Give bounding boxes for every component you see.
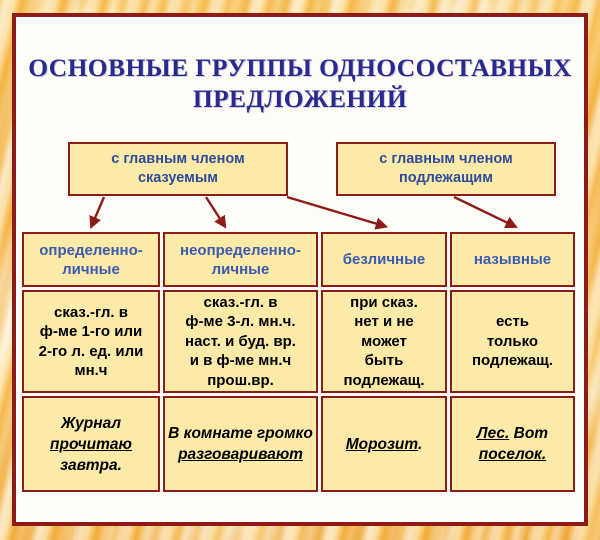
- header-line-2: личные: [62, 260, 120, 278]
- header-line-1: безличные: [342, 251, 426, 268]
- column-nazyvnye: назывные есть только подлежащ. Лес. Вот …: [450, 232, 575, 492]
- topbox-predicate-line-1: с главным членом: [111, 151, 245, 167]
- column-example-neopredelenno-lichnye: В комнате громко разговаривают: [163, 396, 318, 492]
- column-opredelenno-lichnye: определенно- личные сказ.-гл. в ф-ме 1-г…: [22, 232, 160, 492]
- desc-line: может: [361, 332, 407, 350]
- column-example-opredelenno-lichnye: Журнал прочитаю завтра.: [22, 396, 160, 492]
- column-header-nazyvnye[interactable]: назывные: [450, 232, 575, 287]
- example-text: В комнате громко: [168, 425, 313, 442]
- column-bezlichnye: безличные при сказ. нет и не может быть …: [321, 232, 447, 492]
- desc-line: нет и не: [354, 313, 414, 331]
- example-underlined: поселок.: [478, 446, 547, 463]
- desc-line: сказ.-гл. в: [203, 293, 278, 311]
- desc-line: подлежащ.: [343, 371, 425, 389]
- header-line-2: личные: [211, 260, 270, 278]
- desc-line: наст. и буд. вр.: [185, 332, 296, 350]
- arrow-subject-to-nazyvnye: [453, 195, 518, 229]
- column-example-nazyvnye: Лес. Вот поселок.: [450, 396, 575, 492]
- column-header-neopredelenno-lichnye[interactable]: неопределенно- личные: [163, 232, 318, 287]
- desc-line: есть: [495, 313, 530, 331]
- desc-line: сказ.-гл. в: [54, 303, 128, 321]
- desc-line: ф-ме 3-л. мн.ч.: [185, 313, 296, 331]
- desc-line: прош.вр.: [207, 371, 274, 389]
- column-description-bezlichnye: при сказ. нет и не может быть подлежащ.: [321, 290, 447, 393]
- header-line-1: неопределенно-: [180, 241, 301, 259]
- column-description-nazyvnye: есть только подлежащ.: [450, 290, 575, 393]
- desc-line: и в ф-ме мн.ч: [189, 352, 292, 370]
- example-text: Журнал: [60, 414, 122, 432]
- column-example-bezlichnye: Морозит.: [321, 396, 447, 492]
- page-title-line-2: ПРЕДЛОЖЕНИЙ: [192, 84, 408, 114]
- column-description-neopredelenno-lichnye: сказ.-гл. в ф-ме 3-л. мн.ч. наст. и буд.…: [163, 290, 318, 393]
- column-header-bezlichnye[interactable]: безличные: [321, 232, 447, 287]
- example-text: .: [417, 435, 423, 453]
- arrow-predicate-to-bezlichnye: [286, 195, 389, 230]
- desc-line: мн.ч: [74, 362, 108, 379]
- arrow-predicate-to-neopredelenno: [204, 196, 227, 229]
- arrow-predicate-to-opredelenno: [89, 196, 106, 229]
- classification-table: определенно- личные сказ.-гл. в ф-ме 1-г…: [22, 232, 578, 492]
- page-title: ОСНОВНЫЕ ГРУППЫ ОДНОСОСТАВНЫХ ПРЕДЛОЖЕНИ…: [16, 52, 584, 114]
- example-underlined: Морозит: [345, 435, 418, 453]
- header-line-1: назывные: [473, 251, 552, 268]
- example-underlined: прочитаю: [50, 435, 132, 453]
- desc-line: при сказ.: [350, 293, 418, 311]
- column-description-opredelenno-lichnye: сказ.-гл. в ф-ме 1-го или 2-го л. ед. ил…: [22, 290, 160, 393]
- desc-line: быть: [364, 352, 404, 370]
- example-underlined: разговаривают: [178, 446, 303, 463]
- desc-line: только: [486, 332, 539, 350]
- desc-line: 2-го л. ед. или: [38, 342, 144, 360]
- column-neopredelenno-lichnye: неопределенно- личные сказ.-гл. в ф-ме 3…: [163, 232, 318, 492]
- example-text: завтра.: [60, 456, 122, 474]
- example-underlined: Лес.: [476, 425, 510, 442]
- desc-line: подлежащ.: [471, 352, 553, 370]
- example-text: Вот: [509, 425, 549, 442]
- column-header-opredelenno-lichnye[interactable]: определенно- личные: [22, 232, 160, 287]
- topbox-main-member-predicate[interactable]: с главным членом сказуемым: [68, 142, 288, 196]
- poster-panel: ОСНОВНЫЕ ГРУППЫ ОДНОСОСТАВНЫХ ПРЕДЛОЖЕНИ…: [12, 13, 588, 526]
- header-line-1: определенно-: [39, 241, 143, 259]
- topbox-main-member-subject[interactable]: с главным членом подлежащим: [336, 142, 556, 196]
- topbox-subject-line-2: подлежащим: [399, 170, 493, 186]
- desc-line: ф-ме 1-го или: [39, 323, 143, 340]
- topbox-subject-line-1: с главным членом: [379, 151, 513, 167]
- topbox-predicate-line-2: сказуемым: [137, 170, 218, 186]
- page-title-line-1: ОСНОВНЫЕ ГРУППЫ ОДНОСОСТАВНЫХ: [28, 53, 572, 83]
